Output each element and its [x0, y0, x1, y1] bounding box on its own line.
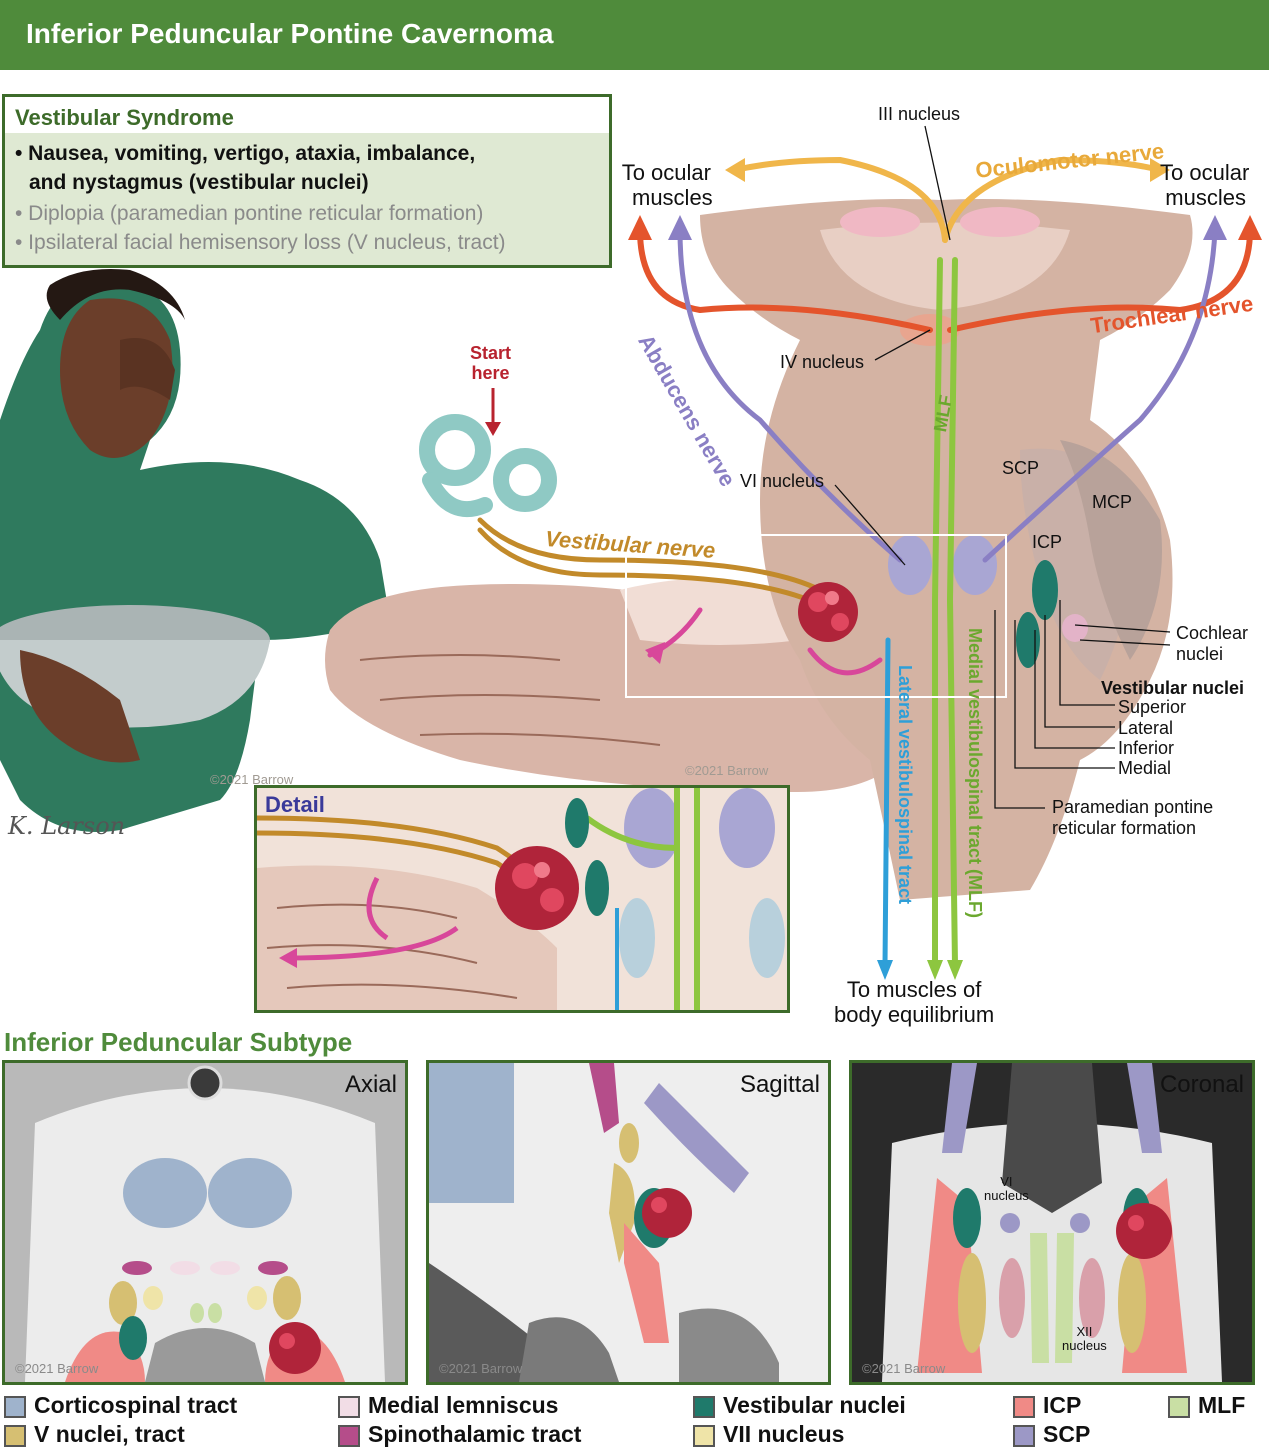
- brainstem: [700, 199, 1193, 900]
- panel-coronal: Coronal VI nucleus XII nucleus ©2021 Bar…: [849, 1060, 1255, 1385]
- detail-box: Detail: [254, 785, 790, 1013]
- coronal-vi-nucleus-label: VI nucleus: [984, 1175, 1029, 1203]
- legend-swatch-medial-lemniscus: [338, 1396, 360, 1418]
- label-iii-nucleus: III nucleus: [878, 104, 961, 124]
- symptom-line-2: and nystagmus (vestibular nuclei): [29, 171, 369, 194]
- detail-title: Detail: [265, 792, 325, 817]
- label-mcp: MCP: [1092, 492, 1132, 512]
- legend-label-scp: SCP: [1043, 1421, 1091, 1447]
- symptom-nausea: • Nausea, vomiting, vertigo, ataxia, imb…: [15, 139, 475, 197]
- label-inferior: Inferior: [1118, 738, 1175, 758]
- sagittal-illustration: [429, 1063, 828, 1382]
- coronal-xii-nucleus-label: XII nucleus: [1062, 1325, 1107, 1353]
- leader-lines: [834, 125, 1171, 809]
- page-title: Inferior Peduncular Pontine Cavernoma: [26, 18, 554, 49]
- legend-label-vii-nucleus: VII nucleus: [723, 1421, 845, 1447]
- legend-swatch-spinothalamic: [338, 1425, 360, 1447]
- label-ppr-formation-2: reticular formation: [1052, 818, 1197, 838]
- label-superior: Superior: [1118, 697, 1187, 717]
- subtype-title: Inferior Peduncular Subtype: [4, 1027, 353, 1057]
- label-to-ocular-left-1: To ocular: [621, 160, 711, 185]
- symptom-line-1: • Nausea, vomiting, vertigo, ataxia, imb…: [15, 142, 476, 165]
- label-ppr-formation: Paramedian pontine reticular formation: [1052, 797, 1213, 839]
- axial-illustration: [5, 1063, 405, 1382]
- legend-swatch-vestibular-nuclei: [693, 1396, 715, 1418]
- label-to-ocular-right-2: muscles: [1165, 185, 1246, 210]
- label-to-ocular-right: To ocular muscles: [1160, 160, 1249, 210]
- coronal-xii-nucleus-1: XII: [1076, 1324, 1093, 1339]
- panel-coronal-copyright: ©2021 Barrow: [862, 1361, 946, 1376]
- legend-swatch-vii-nucleus: [693, 1425, 715, 1447]
- coronal-illustration: [852, 1063, 1252, 1382]
- cavernoma: [798, 582, 858, 642]
- patient-figure: [0, 269, 390, 832]
- legend-swatch-corticospinal: [4, 1396, 26, 1418]
- legend-label-icp: ICP: [1043, 1392, 1082, 1418]
- legend-label-medial-lemniscus: Medial lemniscus: [368, 1392, 559, 1418]
- cerebellum: [325, 578, 900, 792]
- label-medial-tract: Medial vestibulospinal tract (MLF): [965, 628, 985, 919]
- label-vi-nucleus: VI nucleus: [740, 471, 825, 491]
- label-to-muscles: To muscles of body equilibrium: [834, 977, 994, 1027]
- legend-label-mlf: MLF: [1198, 1392, 1246, 1418]
- syndrome-box: Vestibular Syndrome • Nausea, vomiting, …: [2, 94, 612, 268]
- inner-ear: [419, 414, 557, 517]
- label-lateral-tract: Lateral vestibulospinal tract: [895, 665, 915, 905]
- syndrome-heading: Vestibular Syndrome: [15, 105, 234, 130]
- panel-axial-title: Axial: [344, 1071, 397, 1098]
- label-scp: SCP: [1002, 458, 1040, 478]
- label-iv-nucleus: IV nucleus: [780, 352, 865, 372]
- panel-sagittal-copyright: ©2021 Barrow: [439, 1361, 523, 1376]
- label-to-ocular-left: To ocular muscles: [620, 160, 713, 210]
- symptom-facial-loss: • Ipsilateral facial hemisensory loss (V…: [15, 231, 506, 254]
- artist-signature: K. Larson: [8, 812, 126, 840]
- legend-label-v-nuclei: V nuclei, tract: [34, 1421, 185, 1447]
- panel-sagittal: Sagittal ©2021 Barrow: [426, 1060, 831, 1385]
- detail-window-frame: [625, 534, 1007, 698]
- panel-axial-copyright: ©2021 Barrow: [15, 1361, 99, 1376]
- label-to-muscles-1: To muscles of: [846, 977, 982, 1002]
- legend-swatch-icp: [1013, 1396, 1035, 1418]
- copyright-woman: ©2021 Barrow: [210, 772, 294, 787]
- legend-label-spinothalamic: Spinothalamic tract: [368, 1421, 582, 1447]
- label-lateral: Lateral: [1118, 718, 1174, 738]
- label-icp: ICP: [1032, 532, 1063, 552]
- title-bar: Inferior Peduncular Pontine Cavernoma: [0, 0, 1269, 70]
- arrow-heads: [485, 158, 1262, 980]
- legend-label-vestibular-nuclei: Vestibular nuclei: [723, 1392, 906, 1418]
- label-cochlear-nuclei-1: Cochlear: [1176, 623, 1249, 643]
- panel-coronal-title: Coronal: [1159, 1071, 1244, 1098]
- label-start-here-2: here: [471, 363, 510, 383]
- coronal-vi-nucleus-1: VI: [1000, 1174, 1013, 1189]
- label-to-muscles-2: body equilibrium: [834, 1002, 995, 1027]
- label-to-ocular-left-2: muscles: [632, 185, 713, 210]
- legend-swatch-scp: [1013, 1425, 1035, 1447]
- label-to-ocular-right-1: To ocular: [1160, 160, 1250, 185]
- coronal-xii-nucleus-2: nucleus: [1062, 1338, 1107, 1353]
- detail-illustration: [257, 788, 787, 1010]
- syndrome-box-header: Vestibular Syndrome: [5, 97, 609, 133]
- label-medial: Medial: [1118, 758, 1172, 778]
- coronal-vi-nucleus-2: nucleus: [984, 1188, 1029, 1203]
- legend-swatch-v-nuclei: [4, 1425, 26, 1447]
- label-cochlear-nuclei: Cochlear nuclei: [1176, 623, 1248, 665]
- legend-label-corticospinal: Corticospinal tract: [34, 1392, 238, 1418]
- symptom-diplopia: • Diplopia (paramedian pontine reticular…: [15, 202, 484, 225]
- label-start-here-1: Start: [470, 343, 512, 363]
- legend-swatch-mlf: [1168, 1396, 1190, 1418]
- panel-sagittal-title: Sagittal: [739, 1071, 820, 1098]
- panel-axial: Axial ©2021 Barrow: [2, 1060, 408, 1385]
- label-vestibular-nuclei-heading: Vestibular nuclei: [1101, 678, 1245, 698]
- main-illustration: [0, 125, 1262, 980]
- label-start-here: Start here: [470, 343, 511, 383]
- copyright-main: ©2021 Barrow: [685, 763, 769, 778]
- label-ppr-formation-1: Paramedian pontine: [1052, 797, 1214, 817]
- label-cochlear-nuclei-2: nuclei: [1176, 644, 1224, 664]
